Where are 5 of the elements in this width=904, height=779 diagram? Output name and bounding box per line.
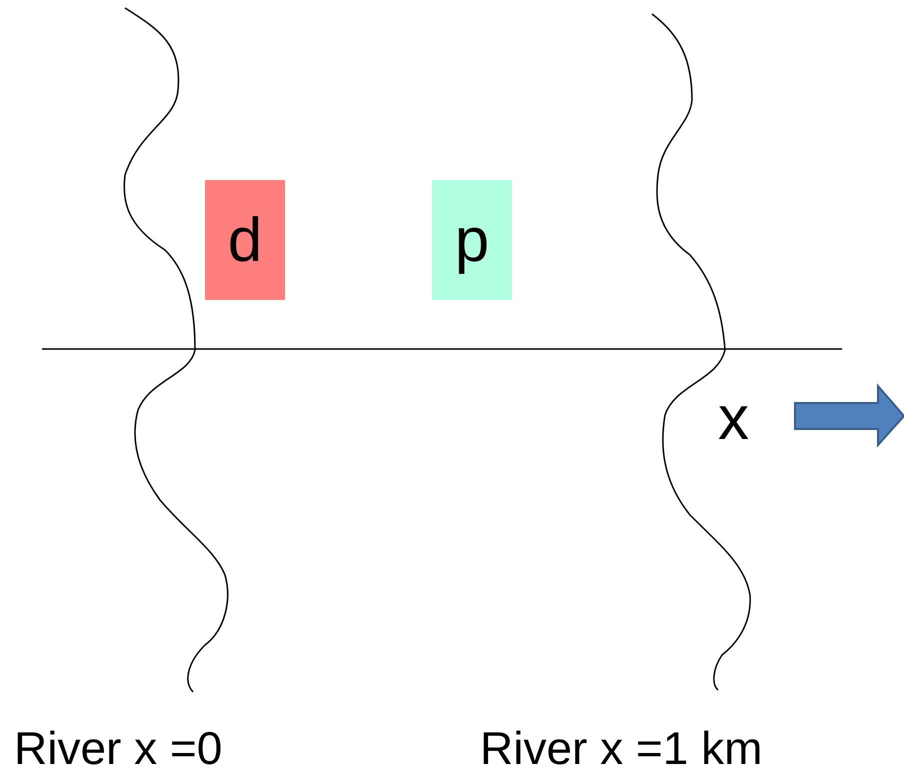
letter-box: p	[432, 180, 512, 300]
axis-label: x	[718, 388, 749, 450]
river-label: River x =1 km	[480, 725, 762, 771]
river-label: River x =0	[14, 725, 222, 771]
letter-box: d	[205, 180, 285, 300]
